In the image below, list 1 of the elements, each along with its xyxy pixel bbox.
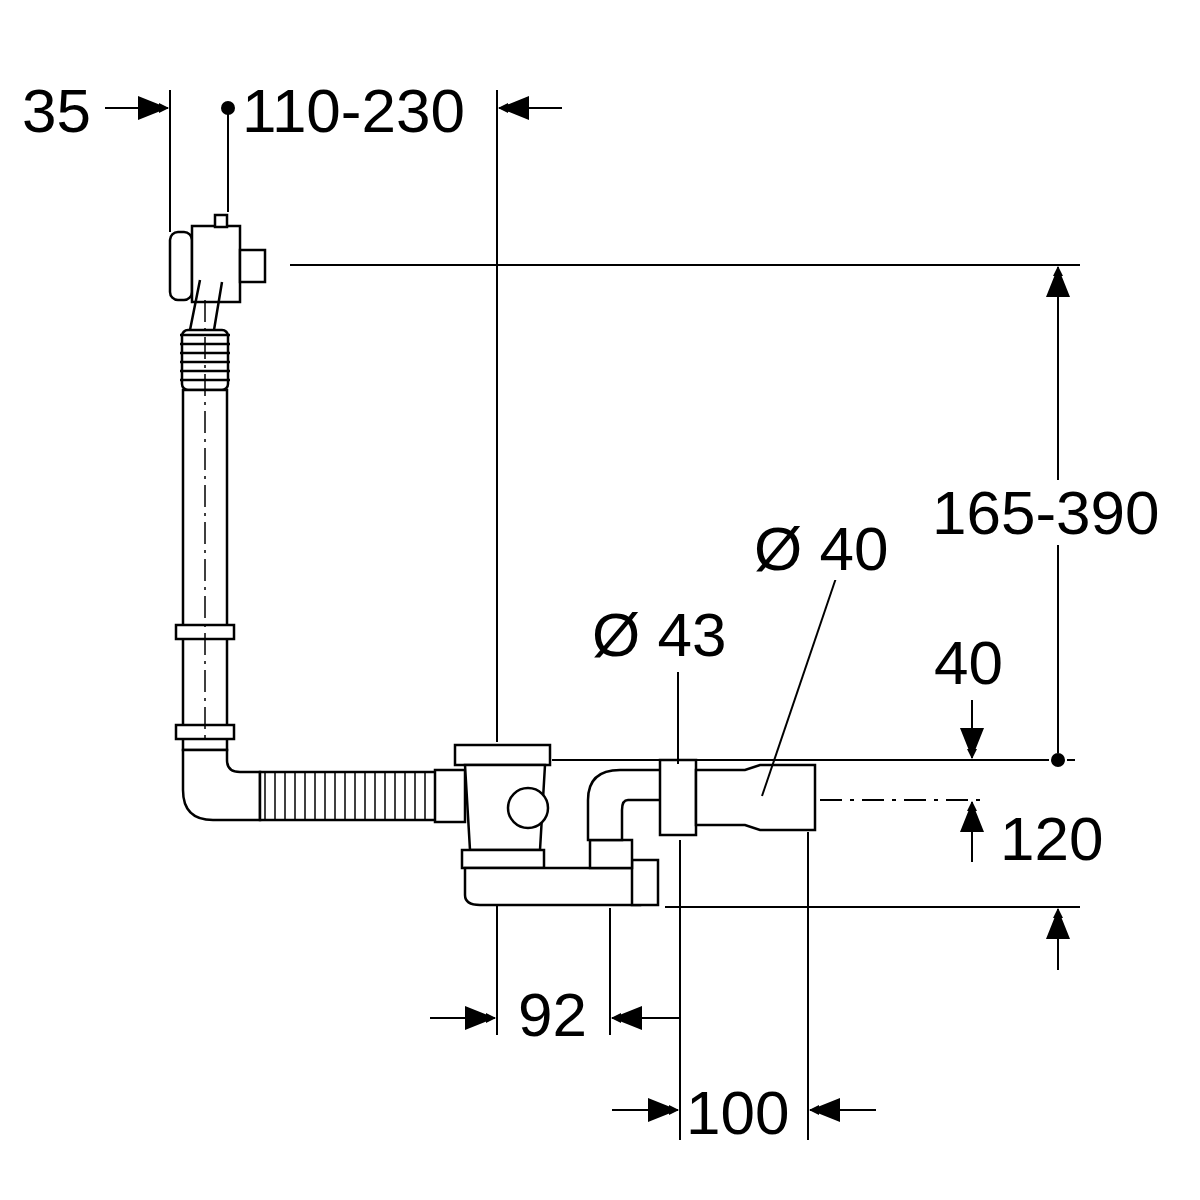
leader-line [677, 671, 679, 765]
